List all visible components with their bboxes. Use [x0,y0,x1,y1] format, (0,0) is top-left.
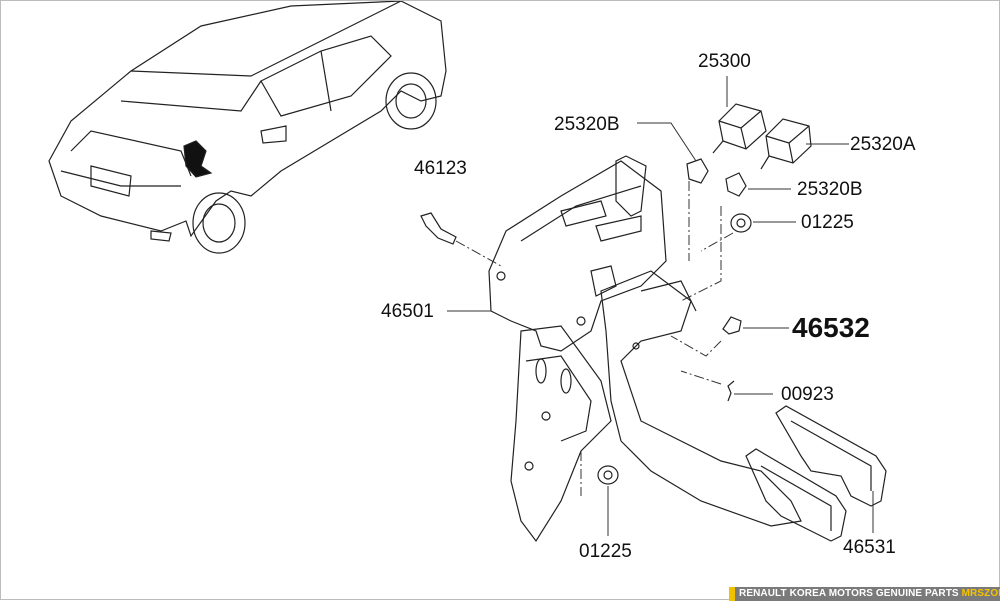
switch-parts-drawing [420,103,812,485]
part-label-25320B-top[interactable]: 25320B [554,114,620,135]
part-label-46123[interactable]: 46123 [414,158,467,179]
car-illustration [48,1,447,254]
part-label-01225-bottom[interactable]: 01225 [579,541,632,562]
footer-banner: RENAULT KOREA MOTORS GENUINE PARTS MRSZO… [729,587,1000,601]
part-label-25300[interactable]: 25300 [698,51,751,72]
dashed-lines [455,181,734,496]
part-label-00923[interactable]: 00923 [781,384,834,405]
leader-lines [447,76,874,536]
footer-brand: MRSZONE [961,588,1000,599]
part-label-01225-top[interactable]: 01225 [801,212,854,233]
part-label-25320A[interactable]: 25320A [850,134,916,155]
part-label-46531[interactable]: 46531 [843,537,896,558]
part-label-46532[interactable]: 46532 [792,312,870,343]
part-label-25320B-mid[interactable]: 25320B [797,179,863,200]
part-label-46501[interactable]: 46501 [381,301,434,322]
footer-text: RENAULT KOREA MOTORS GENUINE PARTS [739,588,959,599]
pedal-pads-drawing [745,405,887,542]
pedal-bracket-drawing [488,155,802,543]
